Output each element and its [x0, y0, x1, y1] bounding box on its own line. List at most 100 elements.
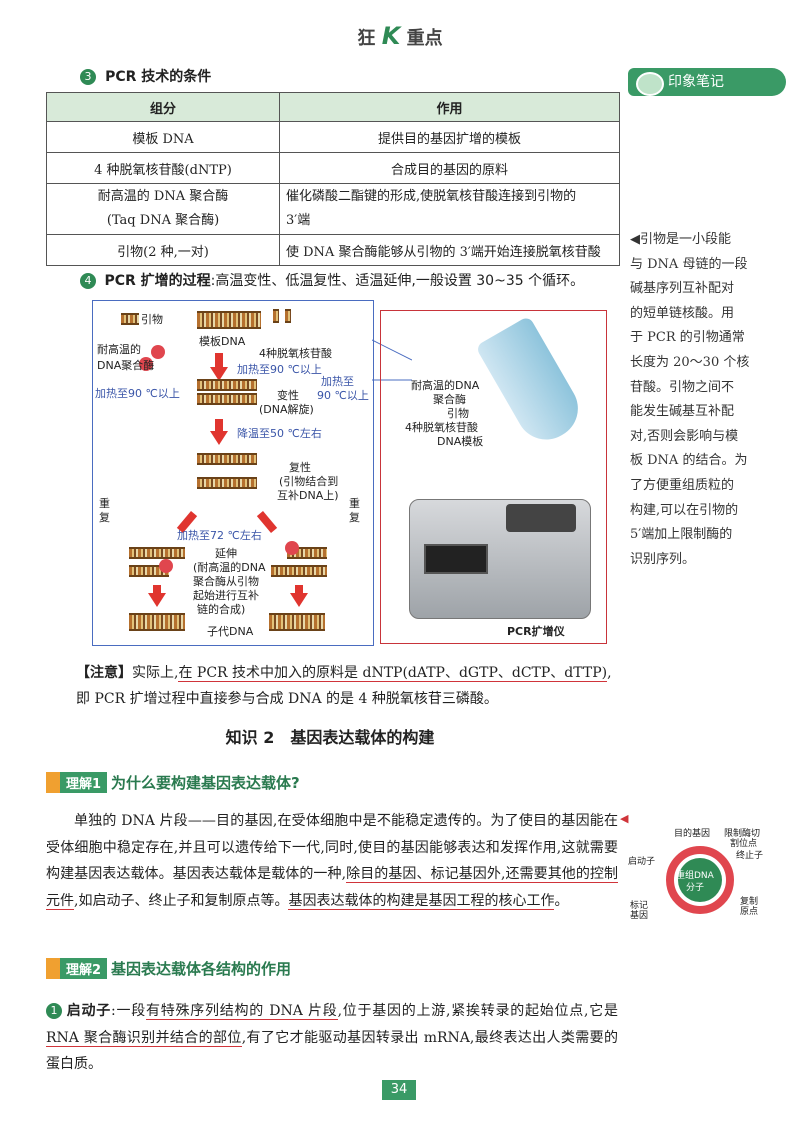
table-row: 4 种脱氧核苷酸(dNTP) 合成目的基因的原料	[46, 152, 620, 184]
side-mark-icon: ◀	[620, 812, 629, 825]
daughter-label: 子代DNA	[207, 625, 254, 638]
note-paragraph: 【注意】实际上,在 PCR 技术中加入的原料是 dNTP(dATP、dGTP、d…	[76, 660, 620, 712]
table-header-row: 组分 作用	[46, 92, 620, 122]
plasmid-label: 终止子	[736, 851, 764, 861]
denature-label: (DNA解旋)	[259, 403, 314, 416]
table-header-cell: 组分	[46, 92, 280, 122]
primer-side-note: ◀引物是一小段能 与 DNA 母链的一段 碱基序列互补配对 的短单链核酸。用 于…	[630, 228, 788, 572]
understanding2-title: 基因表达载体各结构的作用	[111, 960, 292, 978]
header-title-k: K	[381, 22, 401, 50]
extend-label: 聚合酶从引物	[193, 575, 259, 588]
plasmid-label: 复制	[740, 897, 759, 907]
extension-strand	[271, 565, 327, 577]
heat-label: 90 ℃以上	[317, 389, 369, 402]
arrow-down	[148, 593, 166, 607]
extend-label: 延伸	[215, 547, 237, 560]
arrow-down	[210, 367, 228, 381]
para-underlined: 除目的基因、标记基因外,还需要其他的控制元件	[46, 866, 619, 910]
promoter-lead: 启动子	[66, 1003, 112, 1019]
primer-strand	[121, 313, 139, 325]
table-cell: 引物(2 种,一对)	[46, 234, 280, 266]
table-cell: 提供目的基因扩增的模板	[279, 121, 620, 153]
side-note-line: 构建,可以在引物的	[630, 502, 739, 518]
enzyme-label: DNA聚合酶	[97, 359, 155, 372]
enzyme-icon	[285, 541, 299, 555]
cool-label: 降温至50 ℃左右	[237, 427, 322, 440]
dntp-glyph	[285, 309, 291, 323]
section4-title: PCR 扩增的过程	[104, 273, 211, 289]
page-header-title: 狂 K 重点	[0, 22, 800, 50]
connector-lines	[372, 339, 412, 381]
table-cell: 催化磷酸二酯键的形成,使脱氧核苷酸连接到引物的 3′端	[279, 183, 620, 235]
para-underlined: RNA 聚合酶识别并结合的部位	[46, 1029, 242, 1047]
leaf-icon	[636, 72, 664, 96]
understanding1-tag: 理解1	[46, 772, 108, 793]
side-note-line: 能发生碱基互补配	[630, 404, 735, 420]
side-note-line: 板 DNA 的结合。为	[630, 453, 748, 469]
machine-screen	[424, 544, 488, 574]
enzyme-icon	[139, 357, 153, 371]
arrow-down	[295, 585, 303, 595]
table-row: 耐高温的 DNA 聚合酶 (Taq DNA 聚合酶) 催化磷酸二酯键的形成,使脱…	[46, 183, 620, 235]
table-cell-line: 耐高温的 DNA 聚合酶	[97, 189, 229, 204]
extension-strand	[129, 547, 185, 559]
enzyme-icon	[159, 559, 173, 573]
header-title-part: 重点	[406, 28, 443, 49]
side-note-line: 碱基序列互补配对	[630, 281, 735, 297]
machine-label: PCR扩增仪	[507, 625, 565, 638]
vector-paragraph: 单独的 DNA 片段——目的基因,在受体细胞中是不能稳定遗传的。为了使目的基因能…	[46, 808, 619, 914]
plasmid-diagram: ◀ 重组DNA 分子 目的基因 限制酶切 割位点 启动子 终止子 标记 基因 复…	[620, 812, 790, 932]
side-note-line: 长度为 20～30 个核	[630, 354, 750, 370]
plasmid-label: 基因	[630, 911, 649, 921]
tube-label: DNA模板	[437, 435, 484, 448]
extend-label: 链的合成)	[197, 603, 246, 616]
pcr-machine-icon	[409, 499, 591, 619]
side-note-line: 5′端加上限制酶的	[630, 527, 733, 543]
table-header-cell: 作用	[279, 92, 620, 122]
table-cell: 合成目的基因的原料	[279, 152, 620, 184]
tube-icon	[475, 315, 589, 451]
note-badge: 印象笔记	[628, 68, 786, 96]
arrow-down	[215, 419, 223, 433]
note-text: 实际上,	[132, 665, 179, 681]
section3-number: 3	[80, 68, 96, 85]
understanding1-title: 为什么要构建基因表达载体?	[111, 774, 300, 792]
denature-label: 变性	[277, 389, 299, 402]
heat-label: 加热至72 ℃左右	[177, 529, 262, 542]
heat-label: 加热至90 ℃以上	[95, 387, 180, 400]
note-lead: 【注意】	[76, 665, 132, 681]
section3-title: PCR 技术的条件	[105, 69, 212, 85]
promoter-number: 1	[46, 1003, 62, 1019]
template-strand	[197, 311, 261, 329]
arrow-down	[215, 353, 223, 369]
plasmid-label: 标记	[630, 901, 649, 911]
pcr-process-diagram: 引物 模板DNA 4种脱氧核苷酸 耐高温的 DNA聚合酶 加热至90 ℃以上 加…	[92, 300, 374, 646]
anneal-label: 互补DNA上)	[277, 489, 339, 502]
para-text: :一段	[111, 1003, 147, 1019]
annealed-strand	[197, 453, 257, 465]
knowledge-title: 知识 2 基因表达载体的构建	[225, 728, 435, 747]
section4-text: :高温变性、低温复性、适温延伸,一般设置 30~35 个循环。	[210, 273, 585, 289]
table-cell: 耐高温的 DNA 聚合酶 (Taq DNA 聚合酶)	[46, 183, 280, 235]
enzyme-label: 耐高温的	[97, 343, 141, 356]
arrow-down	[210, 431, 228, 445]
table-cell: 模板 DNA	[46, 121, 280, 153]
table-cell: 使 DNA 聚合酶能够从引物的 3′端开始连接脱氧核苷酸	[279, 234, 620, 266]
para-text: 单独的 DNA 片段——目的基因,在受体细胞中是不能稳定遗传的。为了使目的基因能…	[46, 813, 618, 882]
enzyme-icon	[151, 345, 165, 359]
anneal-label: 复性	[289, 461, 311, 474]
note-text: ,即 PCR 扩增过程中直接参与合成 DNA 的是 4 种脱氧核苷三磷酸。	[76, 665, 612, 707]
pcr-conditions-table: 组分 作用 模板 DNA 提供目的基因扩增的模板 4 种脱氧核苷酸(dNTP) …	[46, 92, 620, 266]
pcr-machine-figure: 耐高温的DNA 聚合酶 引物 4种脱氧核苷酸 DNA模板 PCR扩增仪	[380, 310, 607, 644]
plasmid-label: 启动子	[628, 857, 656, 867]
tube-label: 4种脱氧核苷酸	[405, 421, 478, 434]
arrow-down	[153, 585, 161, 595]
daughter-dna-strand	[269, 613, 325, 631]
plasmid-label: 目的基因	[674, 829, 711, 839]
repeat-label: 重复	[99, 497, 110, 524]
section4-heading: 4 PCR 扩增的过程:高温变性、低温复性、适温延伸,一般设置 30~35 个循…	[80, 270, 584, 290]
plasmid-label: 限制酶切	[724, 829, 761, 839]
para-text: ,位于基因的上游,紧挨转录的起始位点,它是	[337, 1003, 619, 1019]
